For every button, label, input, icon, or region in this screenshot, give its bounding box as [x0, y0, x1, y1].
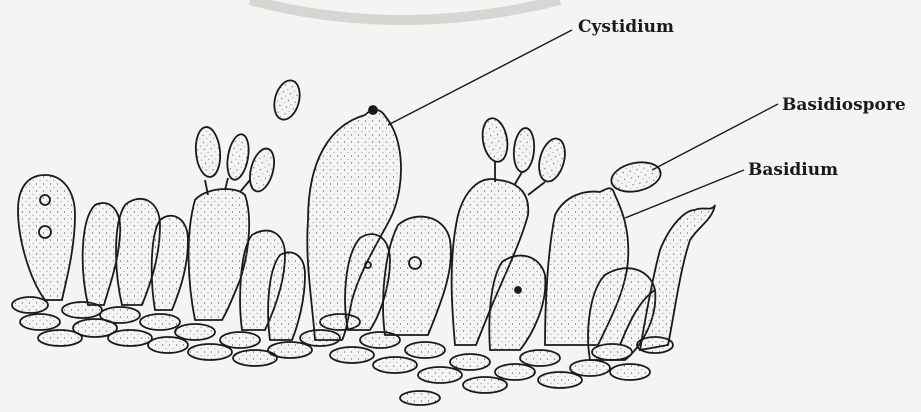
free-spore — [270, 78, 304, 123]
background-arc — [250, 0, 560, 20]
basidium-label: Basidium — [748, 160, 838, 180]
basidiospore-label: Basidiospore — [782, 95, 906, 115]
cystidium-label: Cystidium — [578, 17, 674, 37]
cystidium-leader — [388, 30, 572, 125]
basidiospore-cell — [609, 158, 664, 196]
